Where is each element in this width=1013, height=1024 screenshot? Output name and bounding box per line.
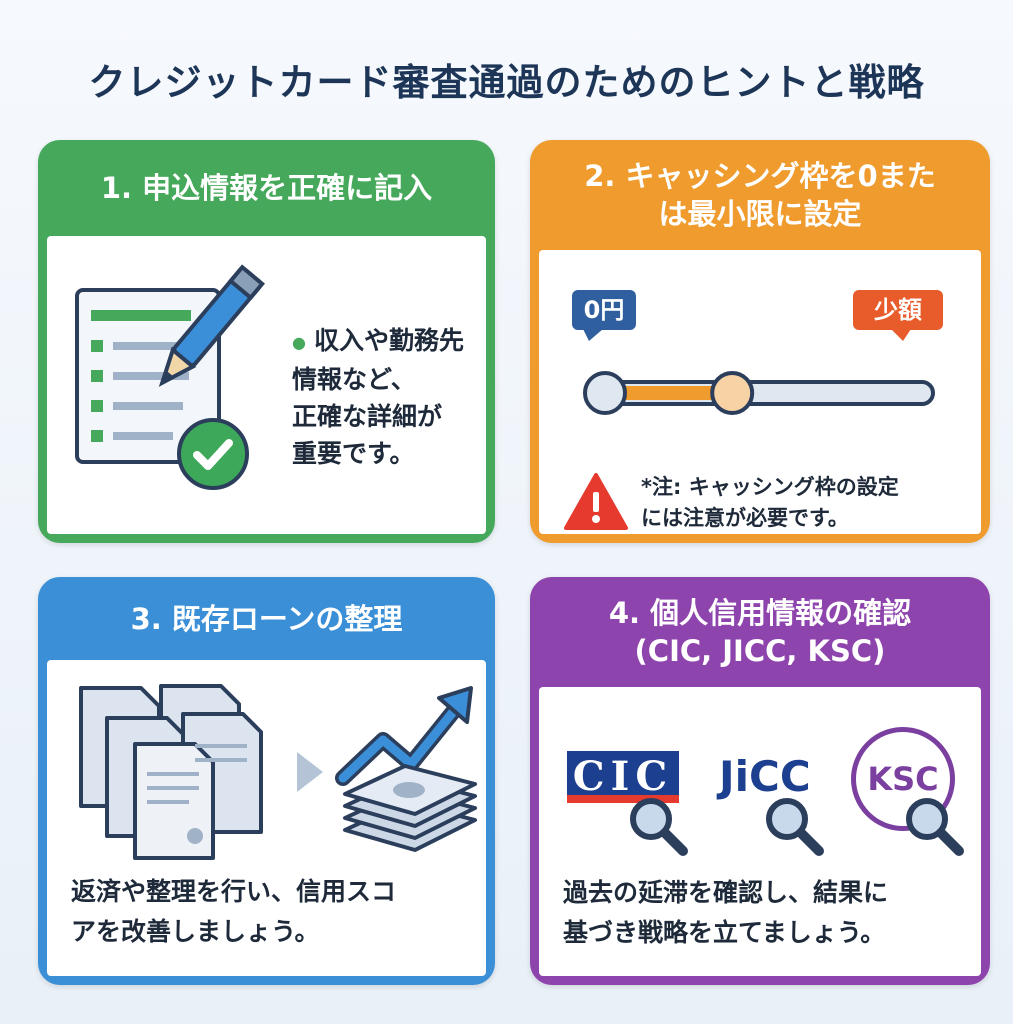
card-accurate-application: 1. 申込情報を正確に記入 ● 収入や勤務先	[38, 140, 495, 543]
slider-knob	[710, 371, 755, 415]
form-icon	[75, 288, 221, 464]
card-loan-organize: 3. 既存ローンの整理	[38, 577, 495, 985]
bullet-icon: ●	[292, 332, 306, 352]
cic-logo: CIC	[567, 751, 679, 803]
card1-text: ● 収入や勤務先 情報など、 正確な詳細が 重要です。	[292, 322, 464, 472]
card2-header-line: は最小限に設定	[658, 197, 862, 231]
card4-line: 過去の延滞を確認し、結果に	[563, 878, 889, 907]
card2-note-line: には注意が必要です。	[641, 506, 849, 530]
magnifier-icon	[906, 798, 964, 856]
card3-body: 返済や整理を行い、信用スコ アを改善しましょう。	[47, 660, 486, 976]
min-label-pointer	[583, 329, 603, 341]
max-label-pointer	[891, 329, 911, 341]
arrow-right-icon	[297, 752, 323, 792]
slider-min-knob	[583, 371, 627, 415]
money-stack-icon	[335, 686, 477, 852]
card2-note-line: *注: キャッシング枠の設定	[641, 475, 899, 499]
card3-text: 返済や整理を行い、信用スコ アを改善しましょう。	[71, 872, 396, 952]
card4-body: CIC JiCC KSC 過去の延滞を確認し、結果に 基づき戦略を立てましょう。	[539, 687, 981, 976]
card2-header: 2. キャッシング枠を0また は最小限に設定	[530, 140, 990, 250]
magnifier-icon	[766, 798, 824, 856]
card4-line: 基づき戦略を立てましょう。	[563, 918, 886, 947]
max-label: 少額	[853, 290, 943, 330]
check-badge-icon	[177, 418, 249, 490]
card1-line: 収入や勤務先	[313, 326, 464, 355]
warning-icon	[564, 473, 628, 530]
magnifier-icon	[630, 798, 688, 856]
card-credit-check: 4. 個人信用情報の確認 (CIC, JICC, KSC) CIC JiCC K…	[530, 577, 990, 985]
rising-arrow-icon	[335, 686, 473, 786]
card4-header-line: (CIC, JICC, KSC)	[634, 634, 886, 668]
jicc-logo: JiCC	[719, 752, 811, 801]
card2-header-line: 2. キャッシング枠を0また	[584, 159, 936, 193]
card1-body: ● 収入や勤務先 情報など、 正確な詳細が 重要です。	[47, 236, 486, 534]
card1-line: 重要です。	[292, 438, 415, 468]
card3-line: アを改善しましょう。	[71, 917, 320, 946]
pencil-icon	[158, 264, 265, 387]
min-label: 0円	[572, 290, 636, 330]
card4-header-line: 4. 個人信用情報の確認	[608, 596, 912, 630]
card4-header: 4. 個人信用情報の確認 (CIC, JICC, KSC)	[530, 577, 990, 687]
cic-logo-text: CIC	[572, 753, 674, 800]
card2-body: 0円 少額 *注: キャッシング枠の設定 には注意が必要です。	[539, 250, 981, 534]
card1-line: 正確な詳細が	[292, 401, 443, 431]
card4-text: 過去の延滞を確認し、結果に 基づき戦略を立てましょう。	[563, 873, 888, 953]
cashing-slider[interactable]	[583, 362, 943, 422]
page-title: クレジットカード審査通過のためのヒントと戦略	[88, 61, 925, 104]
ksc-logo: KSC	[851, 727, 955, 831]
card-cashing-limit: 2. キャッシング枠を0また は最小限に設定 0円 少額 *注: キャッシング枠…	[530, 140, 990, 543]
card3-header: 3. 既存ローンの整理	[130, 601, 403, 636]
documents-icon	[79, 684, 263, 860]
card1-header: 1. 申込情報を正確に記入	[100, 171, 433, 205]
card2-note: *注: キャッシング枠の設定 には注意が必要です。	[641, 472, 899, 534]
card3-line: 返済や整理を行い、信用スコ	[71, 877, 397, 906]
card1-line: 情報など、	[292, 364, 416, 394]
